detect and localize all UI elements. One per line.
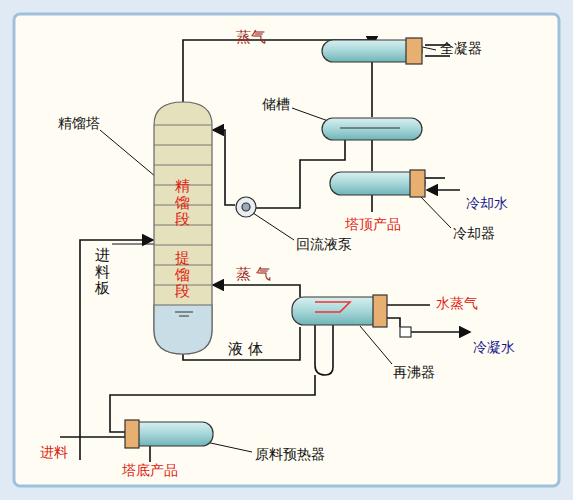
part-label: 冷却器: [453, 225, 495, 242]
part-label: 全凝器: [440, 40, 482, 57]
part-label: 液 体: [228, 340, 263, 358]
part-label: 进料: [40, 444, 68, 461]
part-label: 蒸气: [236, 28, 266, 46]
part-label: 水蒸气: [436, 295, 478, 312]
column-shell: [153, 100, 213, 356]
part-label: 精馏塔: [58, 115, 100, 132]
part-label: 蒸 气: [236, 265, 271, 283]
section-name: 提馏段: [175, 250, 190, 300]
part-label: 塔顶产品: [345, 216, 401, 233]
distillation-column: 精馏段提馏段: [153, 100, 213, 356]
part-label: 冷凝水: [473, 339, 515, 356]
part-label: 回流液泵: [296, 236, 352, 253]
section-name: 精馏段: [175, 178, 190, 228]
part-label: 冷却水: [466, 195, 508, 212]
part-label: 再沸器: [393, 364, 435, 381]
part-label: 原料预热器: [255, 446, 325, 463]
part-label: 塔底产品: [122, 462, 178, 479]
vertical-label: 进料板: [95, 247, 110, 297]
part-label: 储槽: [262, 96, 290, 113]
